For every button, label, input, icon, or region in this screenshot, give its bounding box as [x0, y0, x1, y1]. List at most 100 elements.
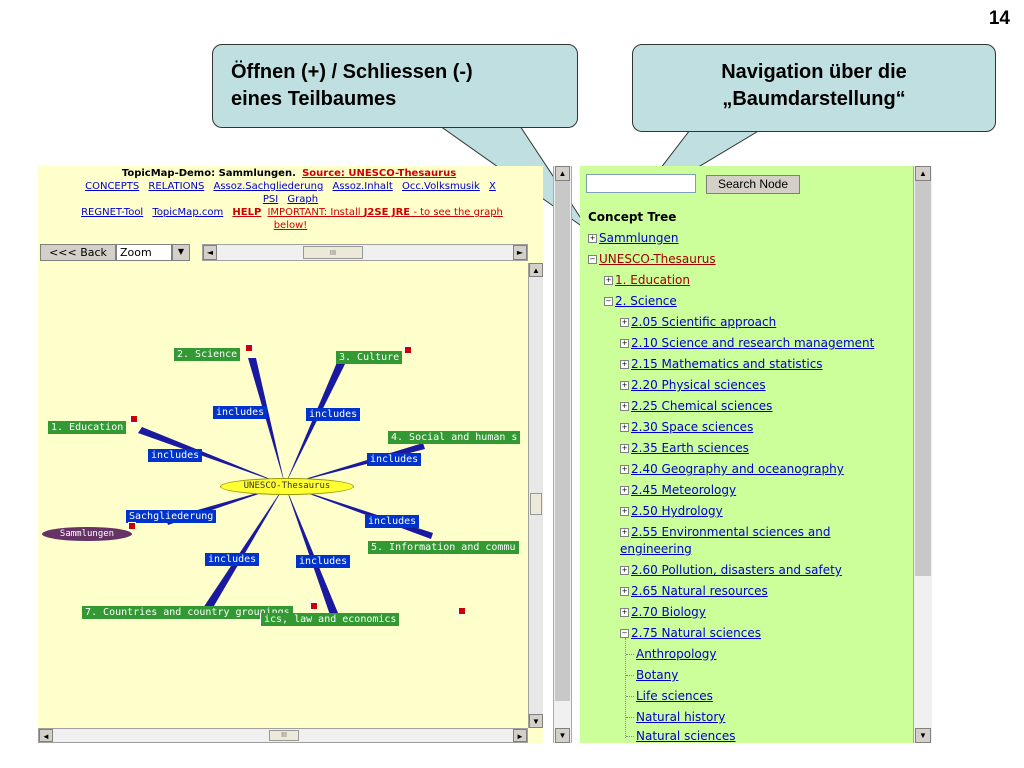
graph-scroll-down-icon[interactable]: ▼ [529, 714, 543, 728]
tree-node-2-65[interactable]: +2.65 Natural resources [620, 584, 768, 598]
tree-node-2-60[interactable]: +2.60 Pollution, disasters and safety [620, 563, 842, 577]
source-link[interactable]: Source: UNESCO-Thesaurus [302, 168, 457, 179]
graph-scroll-left-icon[interactable]: ◄ [39, 729, 53, 742]
tree-link-2-65[interactable]: 2.65 Natural resources [631, 584, 768, 598]
frame-scroll-thumb[interactable] [555, 181, 570, 701]
graph-horizontal-scrollbar[interactable]: ◄ III ► [38, 728, 528, 743]
search-node-input[interactable] [586, 174, 696, 193]
expand-icon[interactable]: + [620, 360, 629, 369]
expand-icon[interactable]: + [620, 423, 629, 432]
tree-leaf-natural-sciences[interactable]: Natural sciences [626, 729, 735, 743]
tree-leaf-anthropology[interactable]: Anthropology [626, 647, 717, 661]
tree-link-2-05[interactable]: 2.05 Scientific approach [631, 315, 777, 329]
tree-leaf-natural-history[interactable]: Natural history [626, 710, 725, 724]
tree-scroll-up-icon[interactable]: ▲ [915, 166, 931, 181]
node-law[interactable]: ics, law and economics [260, 613, 400, 626]
link-graph[interactable]: Graph [287, 194, 319, 205]
link-concepts[interactable]: CONCEPTS [85, 181, 140, 192]
link-psi[interactable]: PSI [262, 194, 279, 205]
graph-canvas[interactable]: 2. Science 3. Culture 1. Education 4. So… [38, 263, 528, 723]
tree-node-sammlungen[interactable]: +Sammlungen [588, 231, 679, 245]
link-x[interactable]: X [489, 181, 496, 192]
frame-scroll-down-icon[interactable]: ▼ [555, 728, 570, 743]
zoom-right-icon[interactable]: ► [513, 245, 527, 260]
expand-icon[interactable]: + [620, 566, 629, 575]
tree-node-2-55-cont[interactable]: engineering [620, 542, 692, 556]
tree-node-2-50[interactable]: +2.50 Hydrology [620, 504, 723, 518]
expand-icon[interactable]: + [620, 402, 629, 411]
tree-scroll-thumb[interactable] [915, 181, 931, 576]
tree-link-sammlungen[interactable]: Sammlungen [599, 231, 679, 245]
tree-node-2-70[interactable]: +2.70 Biology [620, 605, 706, 619]
node-information[interactable]: 5. Information and commu [368, 541, 519, 554]
tree-link-2-15[interactable]: 2.15 Mathematics and statistics [631, 357, 823, 371]
node-science[interactable]: 2. Science [174, 348, 241, 361]
tree-node-2-05[interactable]: +2.05 Scientific approach [620, 315, 776, 329]
tree-link-science[interactable]: 2. Science [615, 294, 677, 308]
tree-node-2-10[interactable]: +2.10 Science and research management [620, 336, 874, 350]
zoom-slider-thumb[interactable]: III [303, 246, 363, 259]
tree-link-education[interactable]: 1. Education [615, 273, 691, 287]
tree-link-2-35[interactable]: 2.35 Earth sciences [631, 441, 749, 455]
expand-icon[interactable]: + [620, 608, 629, 617]
expand-icon[interactable]: + [620, 339, 629, 348]
node-countries[interactable]: 7. Countries and country groupings [82, 606, 293, 619]
tree-scroll-down-icon[interactable]: ▼ [915, 728, 931, 743]
tree-link-2-10[interactable]: 2.10 Science and research management [631, 336, 875, 350]
left-frame-scrollbar[interactable]: ▲ ▼ [553, 166, 572, 743]
tree-scrollbar[interactable]: ▲ ▼ [913, 166, 932, 743]
tree-link-natural-sciences[interactable]: Natural sciences [636, 729, 736, 743]
tree-node-2-35[interactable]: +2.35 Earth sciences [620, 441, 749, 455]
expand-icon[interactable]: + [620, 381, 629, 390]
graph-scroll-right-icon[interactable]: ► [513, 729, 527, 742]
tree-link-2-45[interactable]: 2.45 Meteorology [631, 483, 737, 497]
link-assoz-inhalt[interactable]: Assoz.Inhalt [332, 181, 393, 192]
node-social[interactable]: 4. Social and human s [388, 431, 521, 444]
tree-node-unesco[interactable]: −UNESCO-Thesaurus [588, 252, 716, 266]
tree-link-2-50[interactable]: 2.50 Hydrology [631, 504, 723, 518]
tree-link-2-30[interactable]: 2.30 Space sciences [631, 420, 754, 434]
tree-node-2-30[interactable]: +2.30 Space sciences [620, 420, 753, 434]
tree-link-botany[interactable]: Botany [636, 668, 679, 682]
tree-link-2-55[interactable]: 2.55 Environmental sciences and [631, 525, 831, 539]
zoom-slider[interactable]: ◄ III ► [202, 244, 528, 261]
tree-link-2-70[interactable]: 2.70 Biology [631, 605, 706, 619]
expand-icon[interactable]: + [620, 507, 629, 516]
tree-node-2-45[interactable]: +2.45 Meteorology [620, 483, 736, 497]
graph-scroll-thumb[interactable] [530, 493, 542, 515]
tree-link-life-sciences[interactable]: Life sciences [636, 689, 713, 703]
graph-scroll-up-icon[interactable]: ▲ [529, 263, 543, 277]
tree-link-2-20[interactable]: 2.20 Physical sciences [631, 378, 766, 392]
link-topicmap-com[interactable]: TopicMap.com [152, 207, 224, 218]
expand-icon[interactable]: + [620, 444, 629, 453]
back-button[interactable]: <<< Back [40, 244, 116, 261]
tree-leaf-life-sciences[interactable]: Life sciences [626, 689, 713, 703]
tree-node-2-25[interactable]: +2.25 Chemical sciences [620, 399, 772, 413]
tree-link-2-25[interactable]: 2.25 Chemical sciences [631, 399, 773, 413]
node-education[interactable]: 1. Education [48, 421, 127, 434]
tree-link-natural-history[interactable]: Natural history [636, 710, 726, 724]
tree-node-2-55[interactable]: +2.55 Environmental sciences and [620, 525, 830, 539]
tree-node-education[interactable]: +1. Education [604, 273, 690, 287]
link-occ-volksmusik[interactable]: Occ.Volksmusik [401, 181, 480, 192]
collapse-icon[interactable]: − [604, 297, 613, 306]
collapse-icon[interactable]: − [588, 255, 597, 264]
node-sammlungen[interactable]: Sammlungen [42, 527, 132, 541]
link-assoz-sachgliederung[interactable]: Assoz.Sachgliederung [213, 181, 324, 192]
node-culture[interactable]: 3. Culture [336, 351, 403, 364]
tree-node-2-15[interactable]: +2.15 Mathematics and statistics [620, 357, 823, 371]
tree-leaf-botany[interactable]: Botany [626, 668, 678, 682]
expand-icon[interactable]: + [620, 318, 629, 327]
link-regnet-tool[interactable]: REGNET-Tool [81, 207, 144, 218]
graph-hscroll-thumb[interactable]: III [269, 730, 299, 741]
tree-node-2-20[interactable]: +2.20 Physical sciences [620, 378, 766, 392]
link-help[interactable]: HELP [232, 207, 262, 218]
collapse-icon[interactable]: − [620, 629, 629, 638]
zoom-select[interactable]: Zoom [116, 244, 172, 261]
frame-scroll-up-icon[interactable]: ▲ [555, 166, 570, 181]
tree-node-2-75[interactable]: −2.75 Natural sciences [620, 626, 761, 640]
zoom-left-icon[interactable]: ◄ [203, 245, 217, 260]
tree-link-2-60[interactable]: 2.60 Pollution, disasters and safety [631, 563, 842, 577]
node-unesco-thesaurus[interactable]: UNESCO-Thesaurus [220, 478, 354, 495]
tree-node-2-40[interactable]: +2.40 Geography and oceanography [620, 462, 844, 476]
